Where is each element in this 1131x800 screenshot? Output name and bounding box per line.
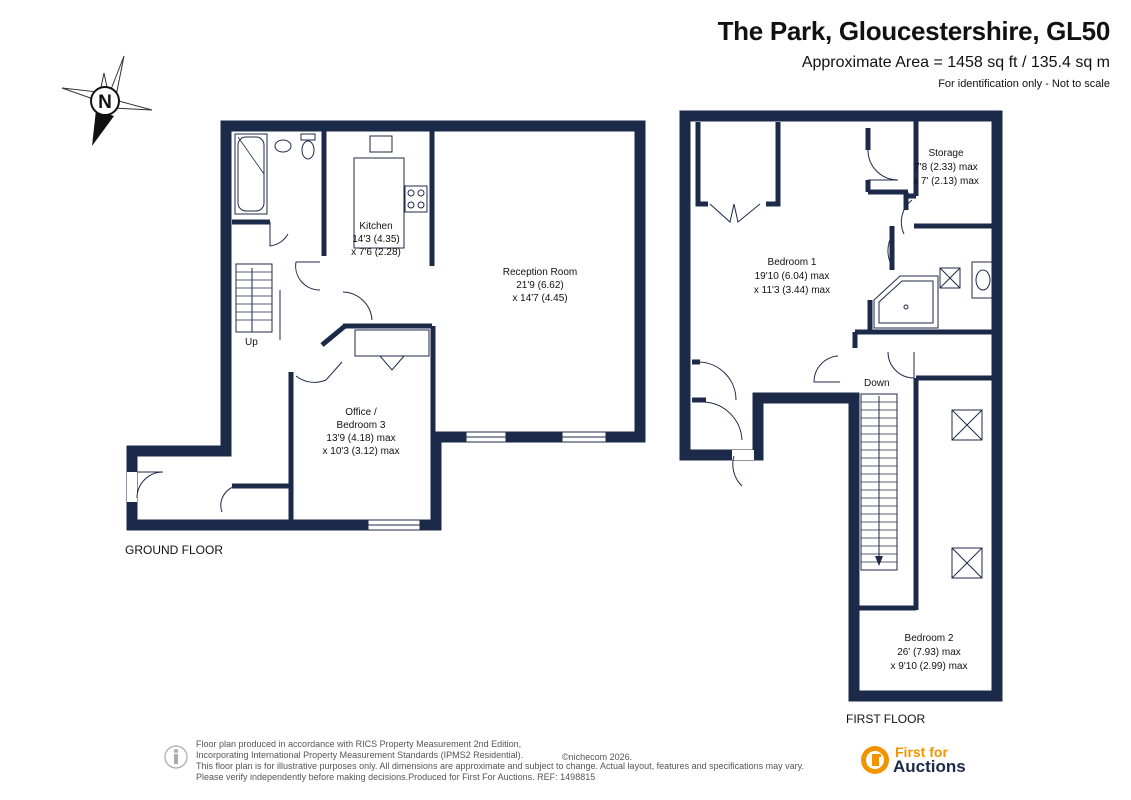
bedroom1-name: Bedroom 1 [768,257,817,268]
first-floor-label: FIRST FLOOR [846,712,926,726]
plan-title: The Park, Gloucestershire, GL50 [717,16,1111,46]
footer-line-1: Floor plan produced in accordance with R… [196,739,522,749]
scale-note: For identification only - Not to scale [938,78,1110,90]
kitchen-dim1: 14'3 (4.35) [352,234,400,245]
kitchen-dim2: x 7'6 (2.28) [351,247,401,258]
office-name-2: Bedroom 3 [337,420,386,431]
footer-line-4: Please verify independently before makin… [196,772,596,782]
person-info-icon [164,745,188,769]
reception-dim2: x 14'7 (4.45) [512,293,567,304]
stairs-up-label: Up [245,337,258,348]
compass-icon: N [61,55,153,146]
stairs-up [235,263,273,333]
office-dim2: x 10'3 (3.12) max [323,446,400,457]
reception-dim1: 21'9 (6.62) [516,280,564,291]
storage-name: Storage [928,148,963,159]
stairs-down-label: Down [864,378,890,389]
compass-letter: N [98,92,112,113]
reception-name: Reception Room [503,267,577,278]
footer-copyright: ©nichecom 2026. [562,752,633,762]
office-name-1: Office / [345,407,377,418]
bedroom2-dim2: x 9'10 (2.99) max [891,661,968,672]
bedroom1-dim1: 19'10 (6.04) max [755,271,830,282]
first-for-auctions-logo-icon [861,746,889,774]
stairs-down [860,393,898,571]
logo-text-bottom: Auctions [893,757,966,776]
ground-floor-label: GROUND FLOOR [125,543,224,557]
bedroom2-dim1: 26' (7.93) max [897,647,961,658]
footer-line-2: Incorporating International Property Mea… [196,750,524,760]
storage-dim1: 7'8 (2.33) max [914,162,978,173]
kitchen-name: Kitchen [359,221,392,232]
bedroom2-name: Bedroom 2 [905,633,954,644]
first-floor-plan: Storage 7'8 (2.33) max x 7' (2.13) max B… [679,110,1003,702]
ground-floor-plan: Kitchen 14'3 (4.35) x 7'6 (2.28) Recepti… [126,120,646,531]
shower-tray [873,275,939,329]
storage-dim2: x 7' (2.13) max [913,176,979,187]
footer-line-3: This floor plan is for illustrative purp… [196,761,804,771]
footer-disclaimer: Floor plan produced in accordance with R… [196,739,804,783]
bedroom1-dim2: x 11'3 (3.44) max [754,285,830,296]
approximate-area: Approximate Area = 1458 sq ft / 135.4 sq… [801,54,1110,71]
office-dim1: 13'9 (4.18) max [326,433,395,444]
logo-text-top: First for [895,744,948,760]
